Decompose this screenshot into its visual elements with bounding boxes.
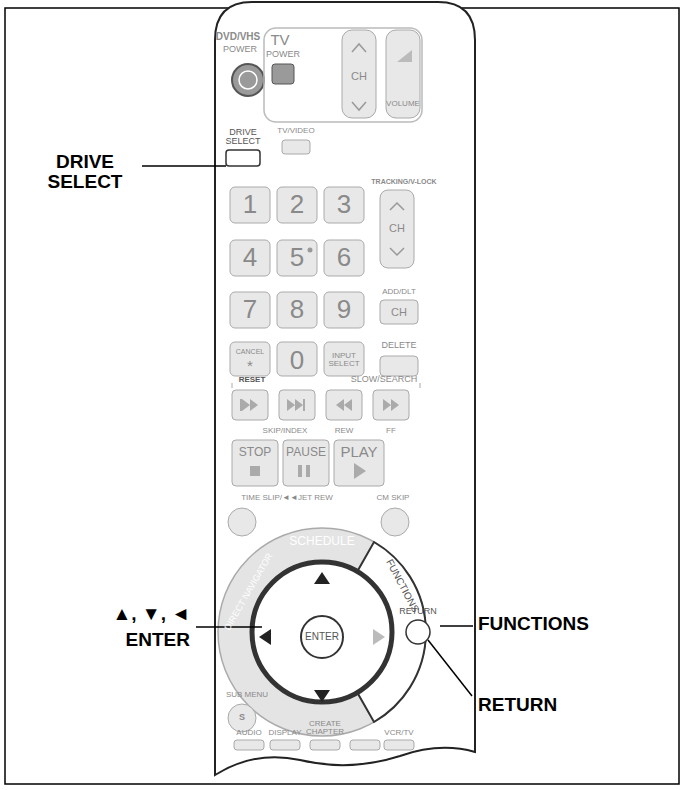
- number-label: 0: [290, 347, 304, 374]
- number-label: 5: [290, 244, 304, 271]
- button-label: TRACKING/V-LOCK: [371, 178, 436, 185]
- button-label: CH: [391, 307, 407, 319]
- button-label: RESET: [239, 376, 266, 384]
- button-label: CM SKIP: [377, 494, 410, 502]
- callout-label: ENTER: [126, 630, 190, 650]
- button-label: CANCEL: [236, 348, 264, 355]
- dial-label: SCHEDULE: [289, 535, 354, 548]
- button-label: CH: [351, 71, 367, 83]
- number-label: 3: [337, 191, 351, 218]
- button-label: AUDIO: [236, 729, 261, 737]
- number-label: 1: [243, 191, 257, 218]
- callout-label: FUNCTIONS: [478, 614, 589, 634]
- button-label: ADD/DLT: [382, 288, 416, 296]
- callout-label: ▲, ▼, ◄: [112, 604, 190, 624]
- number-label: 4: [243, 244, 257, 271]
- button-label: TIME SLIP/◄◄JET REW: [241, 494, 333, 502]
- button-label: TV/VIDEO: [277, 127, 314, 135]
- button-label: SUB MENU: [226, 691, 268, 699]
- button-label: PAUSE: [286, 446, 326, 459]
- button-label: DELETE: [381, 341, 416, 350]
- button-label: *: [247, 358, 253, 374]
- button-label: INPUT SELECT: [327, 352, 361, 369]
- number-label: 6: [337, 244, 351, 271]
- callout-label: RETURN: [478, 695, 557, 715]
- button-label: POWER: [223, 45, 257, 54]
- button-label: FF: [386, 427, 396, 435]
- button-label: CH: [389, 223, 405, 235]
- number-label: 9: [337, 296, 351, 323]
- button-label: DISPLAY: [268, 729, 301, 737]
- button-label: STOP: [239, 446, 271, 459]
- button-label: SLOW/SEARCH: [351, 375, 418, 384]
- button-label: RETURN: [399, 607, 437, 616]
- callout-label: DRIVE SELECT: [30, 152, 140, 192]
- button-label: VCR/TV: [384, 729, 413, 737]
- button-label: VOLUME: [386, 100, 420, 108]
- button-label: TV: [270, 32, 289, 48]
- button-label: S: [239, 713, 245, 722]
- button-label: CREATE CHAPTER: [305, 720, 345, 737]
- button-label: SKIP/INDEX: [263, 427, 308, 435]
- number-label: 7: [243, 296, 257, 323]
- number-label: 8: [290, 296, 304, 323]
- number-label: 2: [290, 191, 304, 218]
- button-label: DVD/VHS: [216, 32, 260, 43]
- button-label: DRIVE SELECT: [223, 128, 263, 147]
- button-label: REW: [335, 427, 354, 435]
- button-label: POWER: [266, 50, 300, 59]
- button-label: ENTER: [305, 632, 339, 643]
- button-label: PLAY: [340, 444, 377, 460]
